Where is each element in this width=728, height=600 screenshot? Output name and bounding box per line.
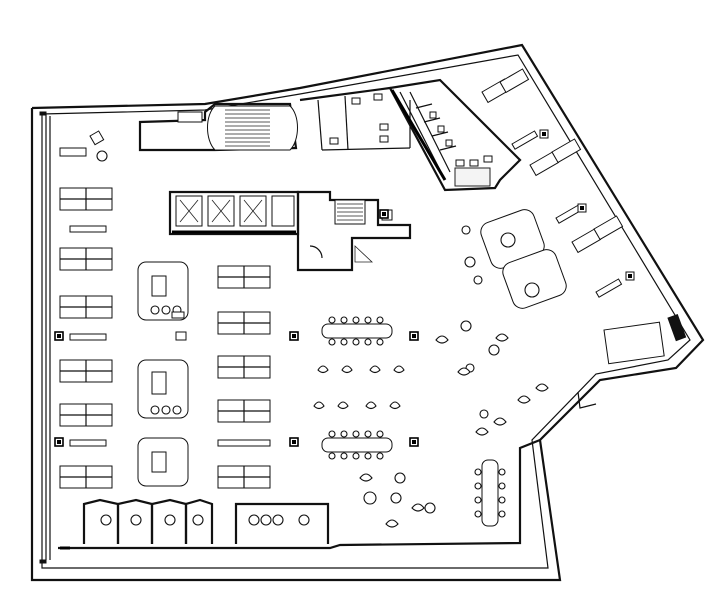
phone-booths-south [82,498,330,544]
workstations-center [175,265,271,489]
lounge-seating [313,209,567,436]
meeting-rooms-west [137,261,189,487]
core-elevators [168,190,412,272]
collaboration-tables [321,316,506,527]
workstation-cluster [59,187,113,211]
east-room [577,313,687,409]
workstations-west [59,130,113,489]
small-meeting-south [359,472,436,528]
stair-core-north [138,102,298,152]
structural-columns [54,209,419,447]
building-shell [30,43,705,582]
workstations-northeast [481,68,635,298]
window-mullions [39,111,47,564]
restrooms [299,78,522,192]
